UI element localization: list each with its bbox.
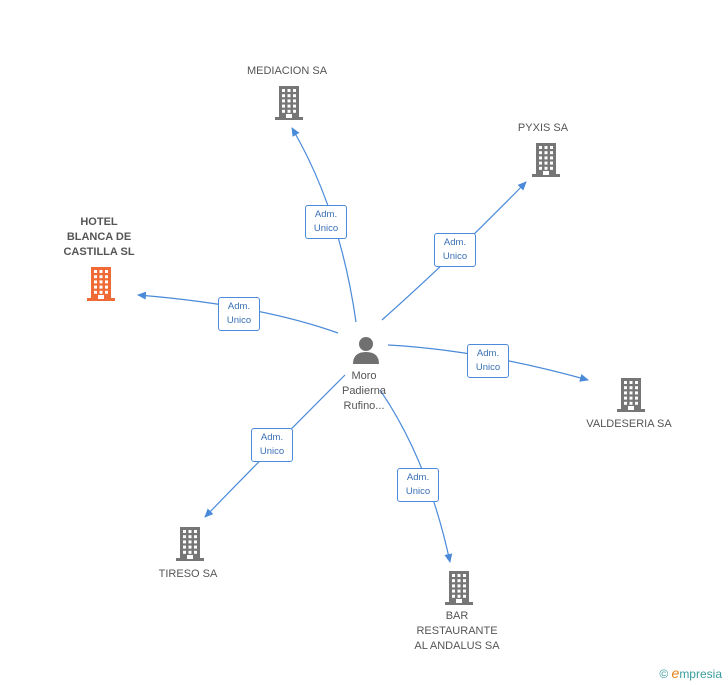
building-icon[interactable]	[531, 143, 561, 177]
role-label-hotel: Adm. Unico	[218, 297, 260, 331]
role-label-pyxis: Adm. Unico	[434, 233, 476, 267]
label-line: TIRESO SA	[158, 568, 218, 580]
label-line: VALDESERIA SA	[586, 418, 672, 430]
node-label-pyxis[interactable]: PYXIS SA	[518, 121, 568, 136]
role-line: Adm.	[227, 301, 251, 312]
center-line-2: Padierna	[341, 385, 387, 397]
label-line: MEDIACION SA	[246, 65, 328, 77]
copyright-icon: ©	[659, 667, 669, 681]
role-line: Unico	[405, 486, 431, 497]
role-line: Adm.	[443, 237, 467, 248]
building-icon[interactable]	[86, 267, 116, 301]
role-label-valdeseria: Adm. Unico	[467, 344, 509, 378]
role-label-mediacion: Adm. Unico	[305, 205, 347, 239]
building-icon[interactable]	[175, 527, 205, 561]
node-label-hotel[interactable]: HOTEL BLANCA DE CASTILLA SL	[63, 215, 134, 260]
building-icon[interactable]	[274, 86, 304, 120]
node-label-tireso[interactable]: TIRESO SA	[159, 567, 218, 582]
building-icon[interactable]	[616, 378, 646, 412]
role-label-bar: Adm. Unico	[397, 468, 439, 502]
brand-logo: © empresia	[659, 665, 722, 681]
center-person-label[interactable]: Moro Padierna Rufino...	[342, 369, 386, 414]
role-line: Adm.	[260, 432, 284, 443]
label-line: RESTAURANTE	[416, 625, 498, 637]
building-icon[interactable]	[444, 571, 474, 605]
role-line: Adm.	[314, 209, 338, 220]
node-label-valdeseria[interactable]: VALDESERIA SA	[586, 417, 671, 432]
role-line: Unico	[226, 315, 252, 326]
node-label-mediacion[interactable]: MEDIACION SA	[247, 64, 327, 79]
center-line-3: Rufino...	[343, 400, 385, 412]
center-line-1: Moro	[351, 370, 377, 382]
node-label-bar[interactable]: BAR RESTAURANTE AL ANDALUS SA	[414, 609, 499, 654]
brand-name: mpresia	[679, 667, 722, 681]
role-line: Adm.	[476, 348, 500, 359]
person-icon[interactable]	[351, 335, 381, 365]
label-line: AL ANDALUS SA	[414, 640, 500, 652]
label-line: BAR	[445, 610, 469, 622]
role-line: Unico	[259, 446, 285, 457]
label-line: PYXIS SA	[517, 122, 569, 134]
label-line: CASTILLA SL	[63, 246, 135, 258]
label-line: HOTEL	[80, 216, 118, 228]
label-line: BLANCA DE	[66, 231, 132, 243]
role-line: Unico	[442, 251, 468, 262]
brand-e: e	[671, 665, 680, 681]
role-label-tireso: Adm. Unico	[251, 428, 293, 462]
role-line: Unico	[475, 362, 501, 373]
role-line: Unico	[313, 223, 339, 234]
role-line: Adm.	[406, 472, 430, 483]
